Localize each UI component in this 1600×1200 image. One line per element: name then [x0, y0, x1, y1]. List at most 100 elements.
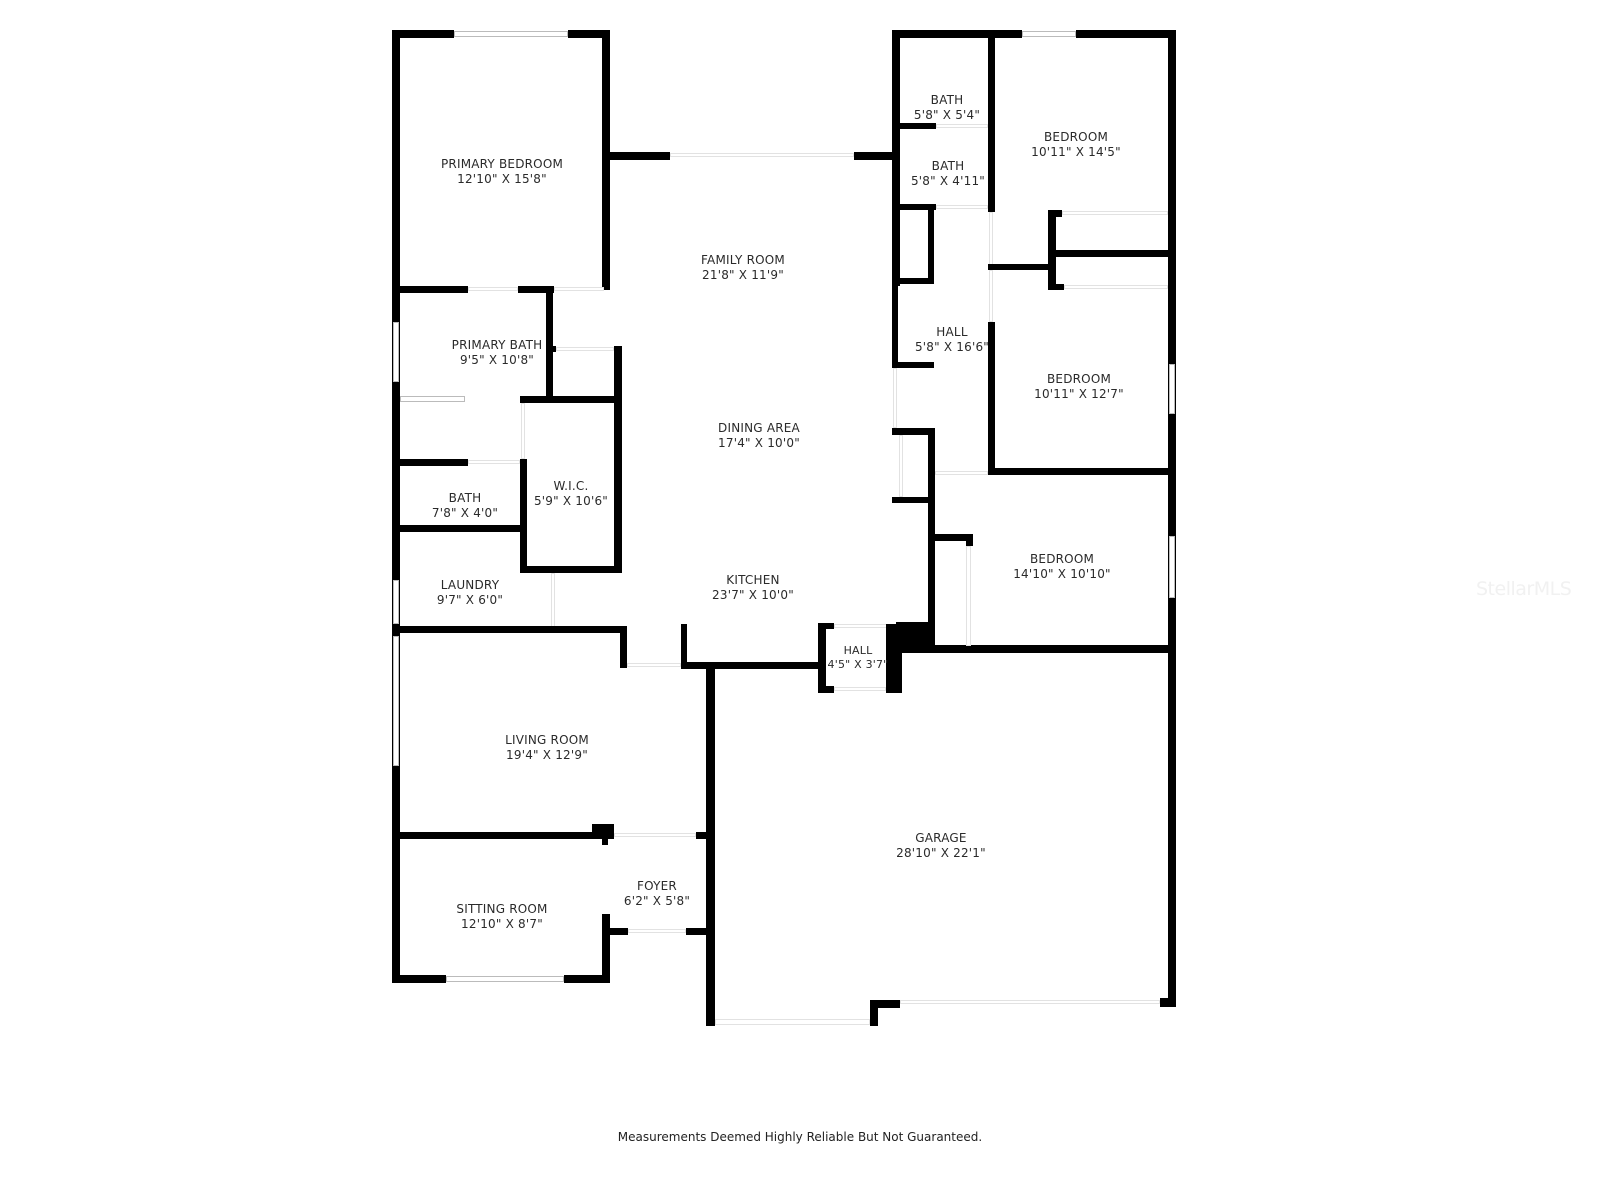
wall: [681, 624, 687, 668]
wall: [602, 839, 608, 845]
wall: [392, 525, 522, 532]
wall: [928, 204, 934, 284]
wall: [900, 645, 1176, 653]
door: [936, 205, 988, 209]
room-name: BEDROOM: [1046, 372, 1112, 386]
room-label-bath-2: BATH 5'8" X 4'11": [911, 159, 985, 189]
wall: [568, 30, 610, 38]
room-dims: 5'8" X 16'6": [914, 340, 990, 354]
room-name: PRIMARY BATH: [451, 338, 543, 352]
room-dims: 10'11" X 14'5": [1031, 145, 1121, 159]
wall: [870, 1000, 900, 1008]
door: [935, 471, 988, 475]
room-label-hall-2: HALL 4'5" X 3'7": [828, 644, 889, 672]
wall: [392, 626, 626, 633]
wall: [392, 975, 446, 983]
wall: [892, 428, 934, 435]
room-name: BATH: [930, 93, 964, 107]
room-label-garage: GARAGE 28'10" X 22'1": [896, 831, 986, 861]
window: [1169, 536, 1175, 598]
opening: [614, 833, 696, 837]
room-name: BATH: [931, 159, 965, 173]
opening: [670, 153, 854, 157]
room-dims: 9'5" X 10'8": [459, 353, 535, 367]
wall: [1056, 250, 1176, 257]
room-label-laundry: LAUNDRY 9'7" X 6'0": [437, 578, 503, 608]
room-dims: 28'10" X 22'1": [896, 846, 986, 860]
room-name: GARAGE: [915, 831, 967, 845]
room-name: LIVING ROOM: [505, 733, 589, 747]
wall: [1076, 30, 1176, 38]
opening: [899, 435, 903, 497]
wall: [928, 534, 972, 541]
room-name: BEDROOM: [1029, 552, 1095, 566]
wall: [686, 928, 710, 935]
room-dims: 4'5" X 3'7": [827, 658, 889, 671]
opening: [893, 368, 897, 428]
wall: [610, 152, 670, 160]
room-name: HALL: [843, 644, 873, 657]
room-label-bath-3: BATH 7'8" X 4'0": [432, 491, 498, 521]
room-label-hall-1: HALL 5'8" X 16'6": [915, 325, 989, 355]
wall: [892, 30, 1022, 38]
wall: [392, 832, 614, 839]
door: [936, 124, 988, 128]
room-label-family-room: FAMILY ROOM 21'8" X 11'9": [701, 253, 785, 283]
wall: [392, 30, 454, 38]
wall: [966, 534, 973, 546]
room-name: W.I.C.: [553, 479, 589, 493]
wall: [818, 623, 834, 629]
window: [454, 31, 568, 37]
wall: [546, 286, 553, 398]
wall: [620, 626, 627, 668]
wall: [681, 662, 821, 669]
garage-door: [715, 1019, 870, 1025]
door: [989, 212, 993, 268]
room-label-primary-bath: PRIMARY BATH 9'5" X 10'8": [452, 338, 543, 368]
room-label-bedroom-3: BEDROOM 14'10" X 10'10": [1013, 552, 1111, 582]
wall: [892, 362, 934, 368]
wall: [696, 832, 710, 839]
wall: [520, 459, 527, 572]
room-name: FOYER: [637, 879, 677, 893]
room-name: BATH: [448, 491, 482, 505]
room-dims: 5'8" X 4'11": [910, 174, 986, 188]
wall: [988, 264, 1048, 270]
wall: [614, 346, 622, 572]
wall: [988, 468, 1176, 475]
wall: [546, 346, 556, 352]
room-name: FAMILY ROOM: [701, 253, 785, 267]
window: [393, 636, 399, 766]
wall: [392, 30, 400, 982]
room-dims: 14'10" X 10'10": [1013, 567, 1111, 581]
wall: [592, 824, 614, 839]
wall: [520, 566, 622, 573]
room-dims: 23'7" X 10'0": [712, 588, 794, 602]
opening: [627, 663, 681, 667]
wall: [602, 30, 610, 290]
door: [521, 403, 525, 459]
closet-door: [966, 546, 971, 646]
room-name: BEDROOM: [1043, 130, 1109, 144]
room-dims: 6'2" X 5'8": [623, 894, 691, 908]
room-dims: 5'9" X 10'6": [533, 494, 609, 508]
room-name: KITCHEN: [726, 573, 780, 587]
room-name: HALL: [936, 325, 968, 339]
opening: [556, 347, 614, 351]
room-label-dining-area: DINING AREA 17'4" X 10'0": [718, 421, 800, 451]
room-dims: 10'11" X 12'7": [1034, 387, 1124, 401]
window: [1169, 364, 1175, 414]
door: [834, 687, 886, 691]
door: [468, 287, 518, 291]
window: [1022, 31, 1076, 37]
wall: [602, 928, 628, 935]
room-label-bedroom-2: BEDROOM 10'11" X 12'7": [1034, 372, 1124, 402]
closet-door: [1062, 211, 1168, 215]
wall: [892, 284, 898, 368]
shower-glass: [400, 396, 465, 402]
wall: [520, 396, 622, 403]
wall: [854, 152, 894, 160]
wall: [602, 914, 610, 982]
door: [989, 270, 993, 322]
